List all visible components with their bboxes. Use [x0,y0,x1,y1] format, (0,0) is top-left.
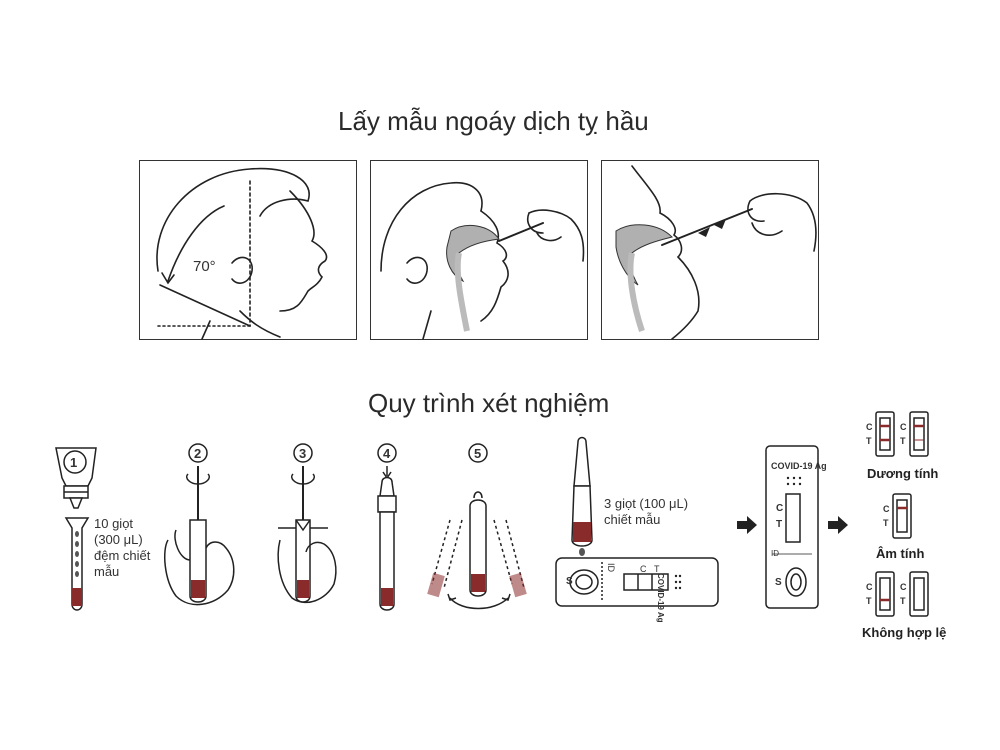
capped-tube-step4 [377,466,397,611]
horizontal-cassette-test-letter: T [654,564,660,574]
face-profile [279,190,328,312]
vertical-cassette [765,445,819,609]
hand [527,209,585,262]
sample-label-line-1: 3 giọt (100 μL) [604,496,689,511]
swab-in-tube-step3 [277,466,337,604]
arrow-to-result [737,516,757,534]
hand-step3 [277,539,337,604]
buffer-label-line-3: đệm chiết [94,548,151,563]
vertical-cassette-dots [786,476,802,486]
result-negative [892,493,912,539]
swab-stick [661,208,753,246]
invalid-b-control-letter: C [900,582,907,592]
swab-stick [498,222,544,242]
procedure-title: Quy trình xét nghiệm [368,388,610,418]
hair-outline [156,167,310,272]
invalid-a-control-letter: C [866,582,873,592]
neck [239,310,281,338]
dropper-tube [571,436,593,556]
buffer-label-line-2: (300 μL) [94,532,143,547]
step-number-4: 4 [383,446,391,461]
step-badges [63,443,488,474]
throat-cavity [627,252,645,332]
horizontal-cassette-brand: COVID-19 Ag [656,573,665,623]
rotation-arrows [698,219,726,237]
face-profile [480,210,509,322]
head-tilt-illustration [156,167,328,340]
step-number-5: 5 [474,446,482,461]
positive-a-test-letter: T [866,436,872,446]
head-tilt-panel: 70° [139,160,357,340]
neck-back [201,320,211,340]
invalid-b-test-letter: T [900,596,906,606]
step-number-2: 2 [194,446,202,461]
hand-step2 [163,529,235,606]
face-profile [631,165,700,340]
vertical-cassette-test-letter: T [776,519,783,530]
negative-control-letter: C [883,504,890,514]
swab-rotate-panel [601,160,819,340]
arrow-to-interpretation [828,516,848,534]
step-number-3: 3 [299,446,307,461]
buffer-label-line-4: mẫu [94,564,120,579]
invalid-a-test-letter: T [866,596,872,606]
result-invalid [875,571,929,617]
step-number-1: 1 [70,455,78,470]
sample-label-line-2: chiết mẫu [604,512,661,527]
swab-rotate-illustration [615,165,817,340]
vertical-cassette-brand: COVID-19 Ag [771,461,827,471]
mixing-tubes-step5 [431,491,525,610]
vertical-cassette-id: ID [771,549,779,558]
positive-result-label: Dương tính [867,466,939,481]
invalid-result-label: Không hợp lệ [862,625,947,640]
horizontal-cassette-sample-letter: S [566,576,573,587]
neck [422,310,432,340]
swab-insert-illustration [380,182,585,340]
mixing-tube-ghosts [427,572,527,598]
ear [406,256,428,284]
vertical-cassette-sample-letter: S [775,577,782,588]
sampling-title: Lấy mẫu ngoáy dịch tỵ hầu [338,106,649,136]
cassette-dots [674,574,682,590]
positive-b-control-letter: C [900,422,907,432]
negative-test-letter: T [883,518,889,528]
swab-in-tube-step2 [163,466,235,606]
result-positive [875,411,929,457]
hand [747,192,817,252]
ear [231,256,253,284]
horizontal-cassette-id: ID [606,563,616,572]
hair-outline [380,182,483,272]
angle-label: 70° [193,258,216,275]
horizontal-cassette-control-letter: C [640,564,647,574]
angle-line-slope [159,284,251,327]
negative-result-label: Âm tính [876,546,925,561]
angle-arrow-head [161,272,175,285]
positive-a-control-letter: C [866,422,873,432]
swab-insert-panel [370,160,588,340]
positive-b-test-letter: T [900,436,906,446]
buffer-label-line-1: 10 giọt [94,516,134,531]
horizontal-cassette [555,557,719,607]
buffer-drops [75,531,79,577]
throat-cavity [454,252,470,332]
vertical-cassette-control-letter: C [776,503,784,514]
angle-arc [167,205,225,282]
